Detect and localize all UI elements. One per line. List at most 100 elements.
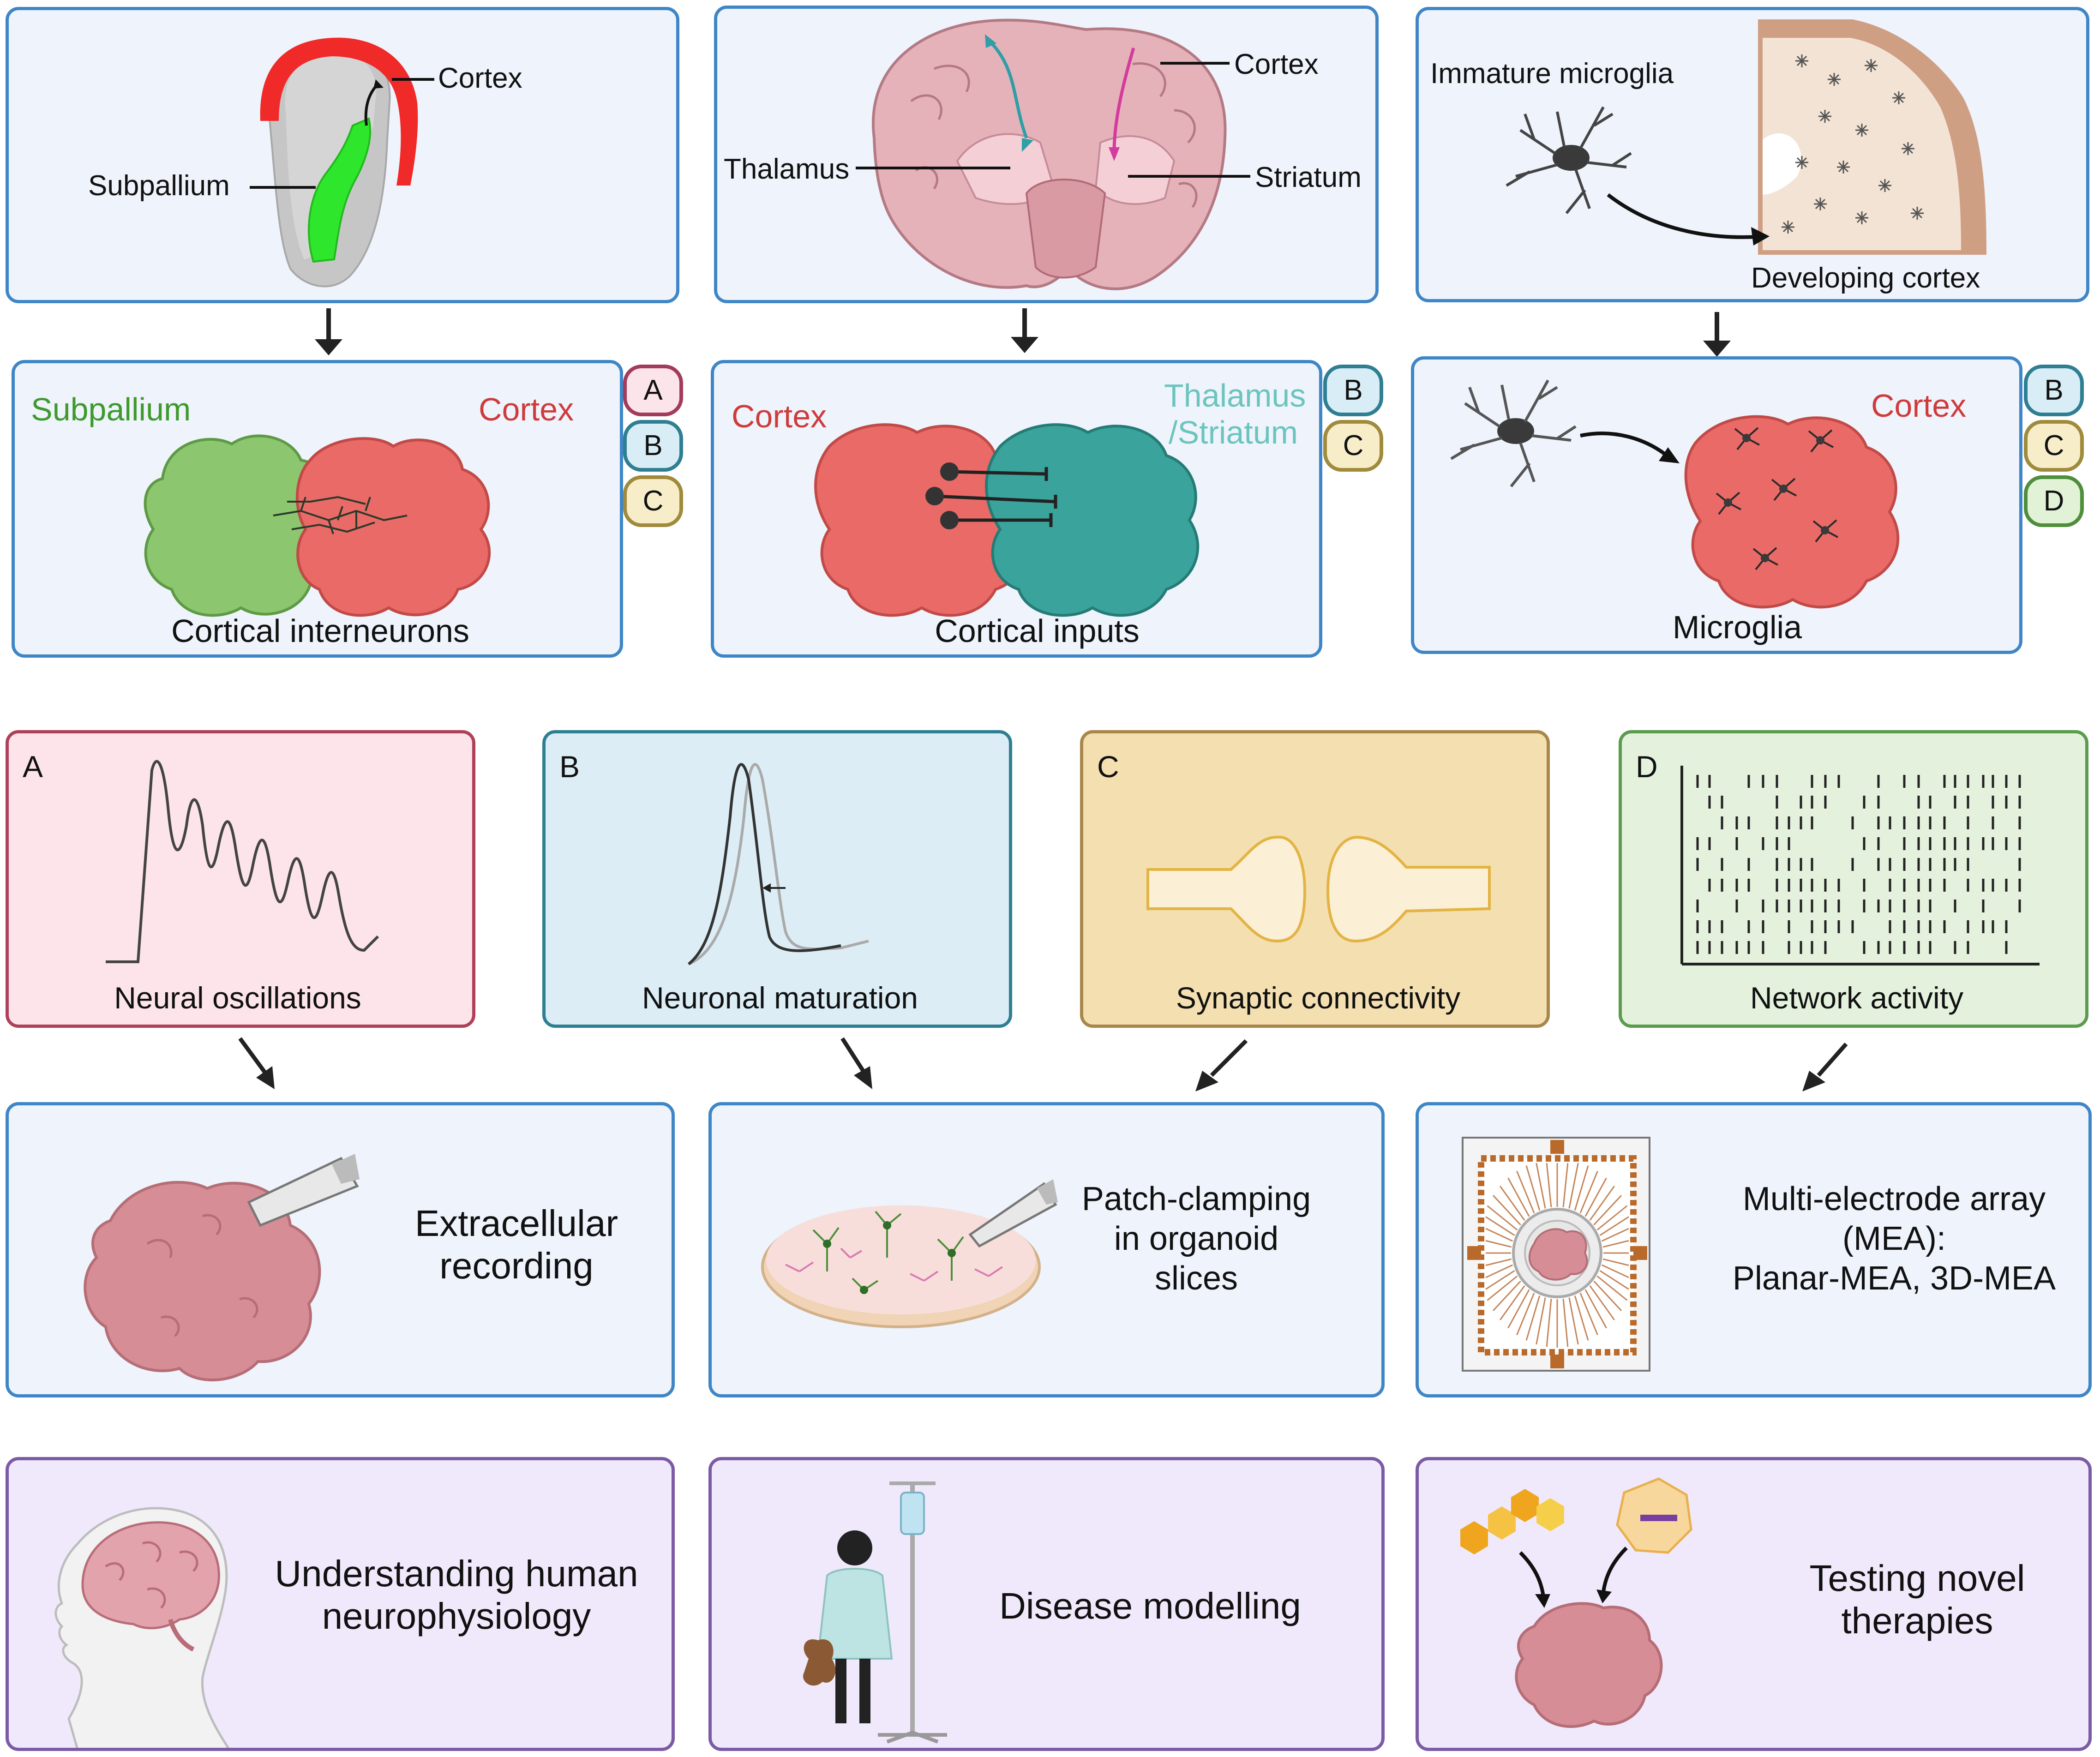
cortex-label: Cortex: [479, 391, 574, 427]
electrode-trace: [1602, 1258, 1629, 1266]
electrode-trace: [1516, 1170, 1535, 1213]
panel-brain-coronal: Cortex Thalamus Striatum: [714, 6, 1379, 303]
striatum-label: Striatum: [1255, 162, 1362, 193]
electrode-trace: [1601, 1264, 1629, 1278]
assembloid-illustration: [144, 434, 491, 617]
synapse-illustration: [1146, 835, 1491, 943]
electrode-trace: [1596, 1205, 1628, 1231]
electrode-trace: [1536, 1163, 1546, 1209]
mea-chip-illustration: [1462, 1137, 1650, 1372]
electrode-trace: [1579, 1293, 1598, 1336]
method-label-line1: Patch-clamping: [1081, 1181, 1311, 1217]
microglia-star: [1837, 161, 1850, 174]
electrode-trace: [1485, 1216, 1515, 1236]
electrode-trace: [1593, 1195, 1622, 1226]
developing-cortex-label: Developing cortex: [1751, 262, 1980, 294]
application-label-line1: Disease modelling: [999, 1585, 1301, 1626]
panel-patch-clamping: Patch-clamping in organoid slices: [708, 1102, 1385, 1397]
electrode-trace: [1568, 1163, 1579, 1209]
tag-b: B: [1323, 365, 1383, 416]
electrode-trace: [1602, 1240, 1629, 1248]
thalamus-label: Thalamus: [724, 153, 850, 185]
electrode-trace: [1596, 1275, 1628, 1301]
panel-cortical-interneurons: Subpallium Cortex Cortical interneurons: [12, 360, 623, 658]
coronal-brain-illustration: [856, 18, 1250, 290]
electrode-trace: [1562, 1163, 1569, 1208]
application-label-line2: neurophysiology: [322, 1595, 591, 1637]
electrode-trace: [1589, 1186, 1615, 1221]
microglia-star: [1865, 59, 1878, 72]
axon-projections: [934, 467, 1057, 527]
electrode-trace: [1500, 1186, 1525, 1221]
caption: Cortical inputs: [935, 613, 1140, 649]
panel-network-activity: D Network activity: [1619, 730, 2088, 1028]
panel-letter: B: [559, 750, 580, 784]
application-label: Testing novel therapies: [1779, 1557, 2056, 1642]
microglia-star: [1795, 54, 1808, 67]
electrode-trace: [1568, 1297, 1579, 1345]
microglia-star: [1892, 91, 1905, 104]
tag-c: C: [1323, 420, 1383, 472]
electrode-trace: [1507, 1177, 1530, 1217]
drug-testing-illustration: [1460, 1477, 1692, 1728]
panel-cortical-inputs: Cortex Thalamus /Striatum Cortical input…: [711, 360, 1322, 658]
tag-b: B: [623, 420, 683, 472]
electrode-trace: [1487, 1205, 1518, 1231]
immature-microglia-cell: [1506, 106, 1632, 214]
electrode-trace: [1599, 1270, 1629, 1290]
microglia-star: [1902, 142, 1914, 155]
assembloid-inputs-illustration: [814, 423, 1200, 617]
panel-synaptic-connectivity: C Synaptic connectivity: [1080, 730, 1550, 1028]
subpallium-highlight: [308, 117, 372, 263]
electrode-trace: [1516, 1293, 1535, 1336]
caption: Synaptic connectivity: [1176, 981, 1461, 1015]
microglia-organoid-illustration: [1450, 379, 1900, 609]
microglia-star: [1878, 179, 1891, 192]
application-label-line1: Understanding human: [275, 1553, 638, 1594]
microglia-star: [1818, 110, 1831, 123]
microglia-dots: [1782, 54, 1924, 234]
method-label: Multi-electrode array (MEA): Planar-MEA,…: [1714, 1179, 2074, 1298]
patient-iv-illustration: [803, 1481, 947, 1744]
electrode-trace: [1485, 1240, 1512, 1248]
panel-cortex-subpallium-origin: Cortex Subpallium: [6, 7, 679, 303]
oscillation-trace: [106, 760, 379, 963]
caption: Neuronal maturation: [642, 981, 918, 1015]
method-label-line3: slices: [1154, 1260, 1238, 1297]
application-label: Understanding human neurophysiology: [267, 1553, 646, 1637]
microglia-star: [1814, 198, 1827, 210]
cortex-label: Cortex: [732, 398, 827, 434]
thalamus-label: Thalamus: [1164, 378, 1306, 414]
application-label: Disease modelling: [984, 1585, 1316, 1627]
microglia-star: [1911, 207, 1924, 220]
cortex-label: Cortex: [438, 62, 522, 94]
human-head-brain-illustration: [54, 1507, 230, 1748]
electrode-trace: [1487, 1275, 1518, 1301]
method-label-line2: in organoid: [1114, 1220, 1279, 1257]
panel-testing-therapies: Testing novel therapies: [1416, 1457, 2092, 1751]
electrode-trace: [1525, 1295, 1541, 1341]
electrode-trace: [1507, 1289, 1530, 1329]
tag-c: C: [2024, 420, 2084, 472]
method-label-line3: Planar-MEA, 3D-MEA: [1732, 1260, 2056, 1297]
method-label-line1: Multi-electrode array: [1742, 1181, 2046, 1217]
panel-neuronal-maturation: B Neuronal maturation: [542, 730, 1012, 1028]
microglia-star: [1782, 221, 1794, 234]
cortex-label: Cortex: [1234, 48, 1319, 80]
electrode-trace: [1493, 1280, 1521, 1311]
microglia-star: [1855, 124, 1868, 137]
panel-microglia: Cortex Microglia: [1411, 356, 2022, 654]
electrode-trace: [1593, 1280, 1622, 1311]
electrode-trace: [1599, 1216, 1629, 1236]
electrode-trace: [1584, 1289, 1607, 1329]
action-potential-trace: [688, 763, 869, 965]
method-label-line1: Extracellular: [414, 1203, 618, 1244]
electrode-trace: [1485, 1258, 1512, 1266]
panel-understanding-neurophysiology: Understanding human neurophysiology: [6, 1457, 675, 1751]
microglia-in-organoid: [1716, 427, 1838, 570]
panel-letter: C: [1097, 750, 1119, 784]
tag-b: B: [2024, 365, 2084, 416]
organoid: [1515, 1602, 1663, 1728]
panel-multi-electrode-array: Multi-electrode array (MEA): Planar-MEA,…: [1416, 1102, 2092, 1397]
electrode-trace: [1584, 1177, 1607, 1217]
